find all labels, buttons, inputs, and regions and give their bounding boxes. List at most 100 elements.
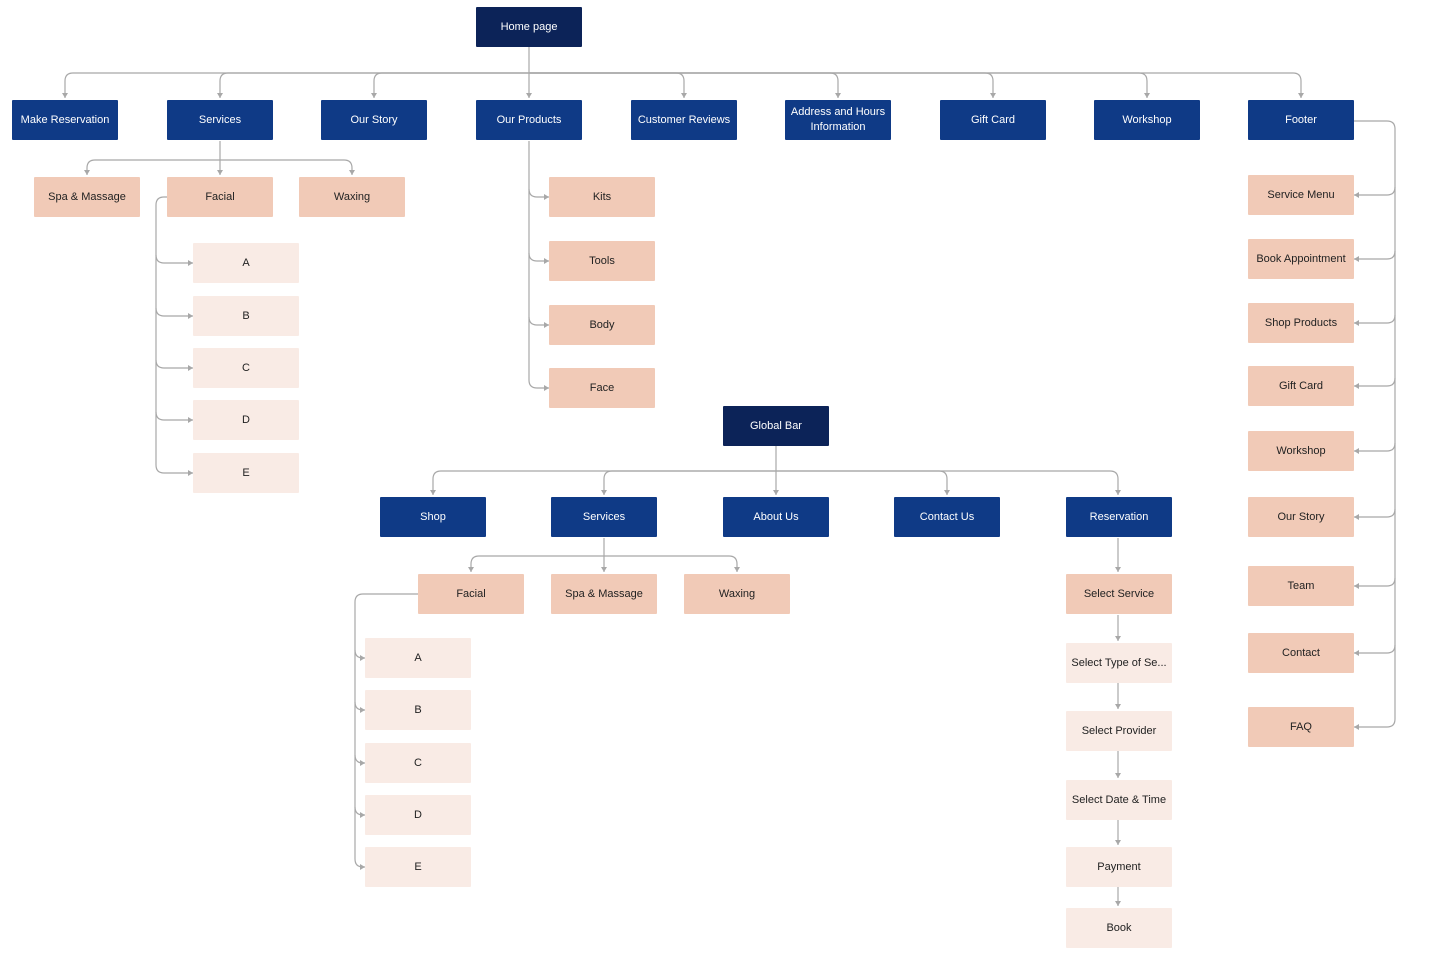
connector-line: [1354, 442, 1396, 452]
connector-line: [528, 252, 549, 262]
connector-arrow: [188, 365, 193, 371]
connector-arrow: [526, 93, 532, 98]
global-services-waxing[interactable]: Waxing: [684, 574, 790, 614]
home-facial-item[interactable]: C: [193, 348, 299, 388]
global-facial-item[interactable]: C: [365, 743, 471, 783]
reservation-step-book[interactable]: Book: [1066, 908, 1172, 948]
footer-workshop[interactable]: Workshop: [1248, 431, 1354, 471]
connector-arrow: [349, 170, 355, 175]
home-section-services[interactable]: Services: [167, 100, 273, 140]
connector-arrow: [360, 760, 365, 766]
reservation-step-select-provider[interactable]: Select Provider: [1066, 711, 1172, 751]
connector-line: [1354, 377, 1396, 387]
connector-arrow: [84, 170, 90, 175]
global-services-spa-massage[interactable]: Spa & Massage: [551, 574, 657, 614]
connector-arrow: [188, 470, 193, 476]
footer-team[interactable]: Team: [1248, 566, 1354, 606]
connector-arrow: [773, 490, 779, 495]
connector-line: [1354, 577, 1396, 587]
connector-arrow: [1115, 840, 1121, 845]
home-section-make-reservation[interactable]: Make Reservation: [12, 100, 118, 140]
home-section-footer[interactable]: Footer: [1248, 100, 1354, 140]
connector-arrow: [544, 258, 549, 264]
home-section-customer-reviews[interactable]: Customer Reviews: [631, 100, 737, 140]
global-facial-item[interactable]: D: [365, 795, 471, 835]
connector-line: [373, 72, 529, 98]
connector-arrow: [1354, 192, 1359, 198]
connector-line: [155, 254, 193, 264]
connector-arrow: [835, 93, 841, 98]
connector-line: [776, 470, 948, 495]
home-product-kits[interactable]: Kits: [549, 177, 655, 217]
connector-arrow: [1298, 93, 1304, 98]
home-facial-item[interactable]: D: [193, 400, 299, 440]
reservation-step-select-service[interactable]: Select Service: [1066, 574, 1172, 614]
connector-arrow: [1354, 650, 1359, 656]
connector-line: [1354, 314, 1396, 324]
home-services-spa-massage[interactable]: Spa & Massage: [34, 177, 140, 217]
connector-arrow: [217, 170, 223, 175]
global-section-shop[interactable]: Shop: [380, 497, 486, 537]
global-services-facial[interactable]: Facial: [418, 574, 524, 614]
connector-arrow: [360, 812, 365, 818]
global-section-reservation[interactable]: Reservation: [1066, 497, 1172, 537]
connector-arrow: [990, 93, 996, 98]
home-facial-item[interactable]: A: [193, 243, 299, 283]
footer-gift-card[interactable]: Gift Card: [1248, 366, 1354, 406]
home-product-body[interactable]: Body: [549, 305, 655, 345]
connector-line: [529, 72, 685, 98]
global-facial-item[interactable]: B: [365, 690, 471, 730]
home-product-tools[interactable]: Tools: [549, 241, 655, 281]
footer-contact[interactable]: Contact: [1248, 633, 1354, 673]
footer-shop-products[interactable]: Shop Products: [1248, 303, 1354, 343]
home-services-facial[interactable]: Facial: [167, 177, 273, 217]
global-section-contact-us[interactable]: Contact Us: [894, 497, 1000, 537]
home-section-workshop[interactable]: Workshop: [1094, 100, 1200, 140]
home-section-our-products[interactable]: Our Products: [476, 100, 582, 140]
footer-book-appointment[interactable]: Book Appointment: [1248, 239, 1354, 279]
footer-service-menu[interactable]: Service Menu: [1248, 175, 1354, 215]
reservation-step-payment[interactable]: Payment: [1066, 847, 1172, 887]
connector-arrow: [188, 313, 193, 319]
global-facial-item[interactable]: A: [365, 638, 471, 678]
reservation-step-select-type[interactable]: Select Type of Se...: [1066, 643, 1172, 683]
connector-arrow: [430, 490, 436, 495]
connector-line: [64, 72, 529, 98]
connector-arrow: [1115, 901, 1121, 906]
connector-line: [470, 555, 604, 572]
global-section-services[interactable]: Services: [551, 497, 657, 537]
connector-line: [219, 72, 529, 98]
connector-arrow: [1354, 256, 1359, 262]
home-facial-item[interactable]: E: [193, 453, 299, 493]
connector-line: [529, 72, 1302, 98]
connector-line: [1354, 186, 1396, 196]
home-services-waxing[interactable]: Waxing: [299, 177, 405, 217]
global-section-about-us[interactable]: About Us: [723, 497, 829, 537]
connector-arrow: [544, 322, 549, 328]
connector-arrow: [1115, 490, 1121, 495]
home-page-node[interactable]: Home page: [476, 7, 582, 47]
home-section-address-hours[interactable]: Address and Hours Information: [785, 100, 891, 140]
footer-our-story[interactable]: Our Story: [1248, 497, 1354, 537]
connector-line: [86, 159, 220, 175]
home-product-face[interactable]: Face: [549, 368, 655, 408]
connector-arrow: [62, 93, 68, 98]
connector-arrow: [371, 93, 377, 98]
connector-arrow: [188, 260, 193, 266]
home-section-our-story[interactable]: Our Story: [321, 100, 427, 140]
connector-arrow: [1115, 704, 1121, 709]
global-bar-node[interactable]: Global Bar: [723, 406, 829, 446]
connector-arrow: [1144, 93, 1150, 98]
home-facial-item[interactable]: B: [193, 296, 299, 336]
connector-line: [528, 141, 549, 389]
connector-line: [604, 555, 738, 572]
reservation-step-select-date-time[interactable]: Select Date & Time: [1066, 780, 1172, 820]
connector-line: [776, 470, 1119, 495]
connector-arrow: [544, 194, 549, 200]
global-facial-item[interactable]: E: [365, 847, 471, 887]
connector-arrow: [601, 490, 607, 495]
connector-arrow: [681, 93, 687, 98]
home-section-gift-card[interactable]: Gift Card: [940, 100, 1046, 140]
footer-faq[interactable]: FAQ: [1248, 707, 1354, 747]
connector-line: [354, 593, 418, 868]
